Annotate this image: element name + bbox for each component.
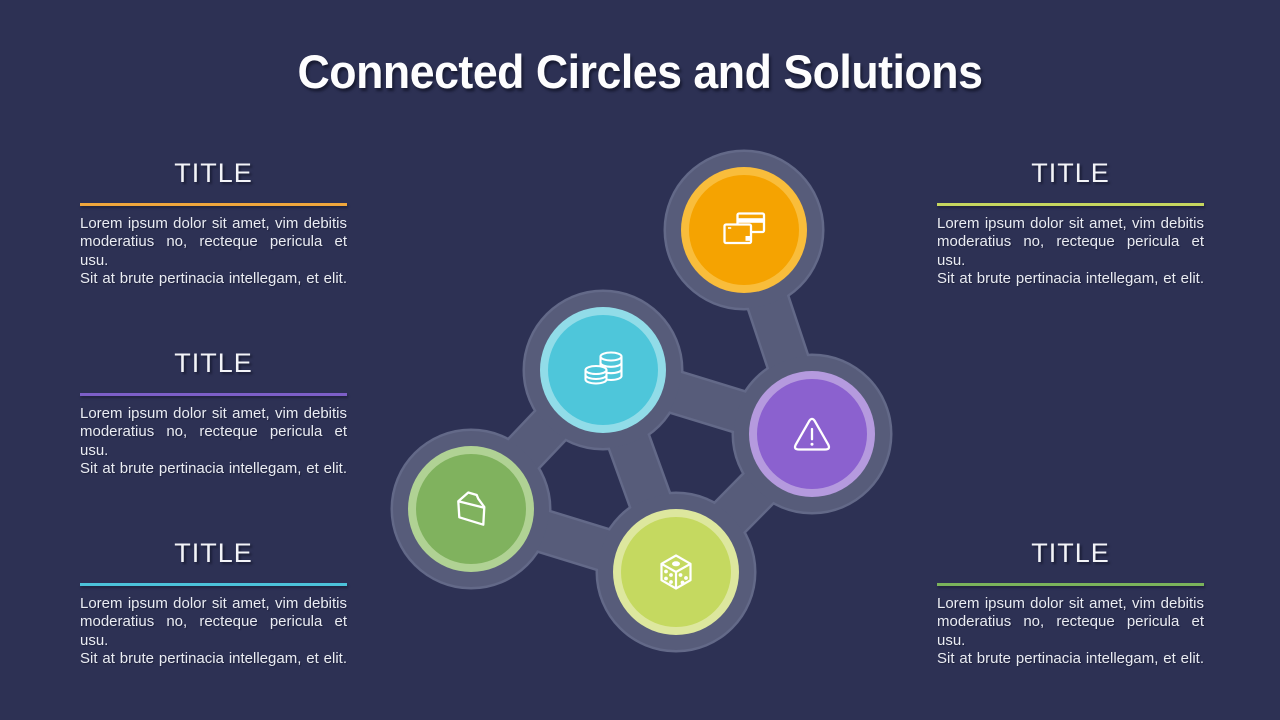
block-divider [937,583,1204,586]
block-body-line: moderatius no, recteque pericula et usu. [80,233,347,269]
folder-icon [457,491,486,526]
block-divider [80,393,347,396]
block-body-line: moderatius no, recteque pericula et usu. [937,233,1204,269]
coins-icon [584,351,623,385]
block-body-line: Sit at brute pertinacia intellegam, et e… [80,460,347,478]
block-body-line: Sit at brute pertinacia intellegam, et e… [80,270,347,288]
info-block-left-bottom: TITLE Lorem ipsum dolor sit amet, vim de… [80,537,347,669]
block-divider [937,203,1204,206]
block-body-line: Sit at brute pertinacia intellegam, et e… [937,270,1204,288]
info-block-right-bottom: TITLE Lorem ipsum dolor sit amet, vim de… [937,537,1204,669]
credit-card-icon [723,212,766,245]
info-block-left-middle: TITLE Lorem ipsum dolor sit amet, vim de… [80,347,347,479]
block-divider [80,583,347,586]
block-title: TITLE [174,158,253,188]
block-title: TITLE [174,538,253,568]
block-divider [80,203,347,206]
block-title: TITLE [174,348,253,378]
info-block-right-top: TITLE Lorem ipsum dolor sit amet, vim de… [937,157,1204,289]
warning-icon [793,417,831,451]
block-body-line: Lorem ipsum dolor sit amet, vim debitis [937,594,1204,612]
block-body-line: Lorem ipsum dolor sit amet, vim debitis [80,594,347,612]
block-body-line: Sit at brute pertinacia intellegam, et e… [80,650,347,668]
block-title: TITLE [1031,158,1110,188]
block-body-line: moderatius no, recteque pericula et usu. [937,613,1204,649]
block-body-line: Sit at brute pertinacia intellegam, et e… [937,650,1204,668]
slide-title: Connected Circles and Solutions [297,45,983,98]
folder-node [416,454,526,564]
block-body-line: Lorem ipsum dolor sit amet, vim debitis [937,214,1204,232]
block-body-line: Lorem ipsum dolor sit amet, vim debitis [80,404,347,422]
block-body-line: Lorem ipsum dolor sit amet, vim debitis [80,214,347,232]
block-title: TITLE [1031,538,1110,568]
block-body-line: moderatius no, recteque pericula et usu. [80,613,347,649]
dice-icon [660,554,692,590]
info-block-left-top: TITLE Lorem ipsum dolor sit amet, vim de… [80,157,347,289]
block-body-line: moderatius no, recteque pericula et usu. [80,423,347,459]
